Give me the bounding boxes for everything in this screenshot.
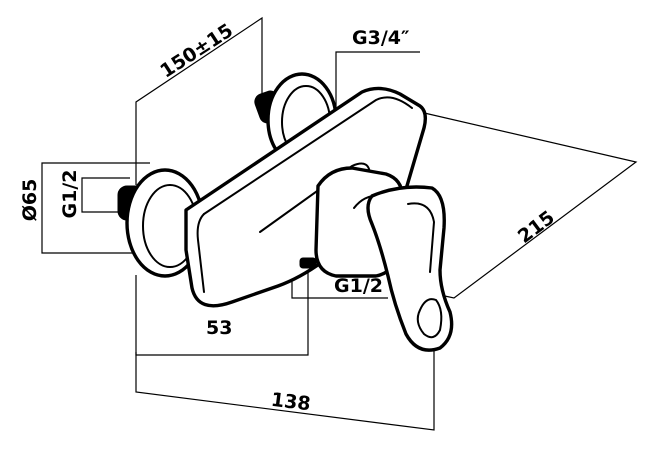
outlet-stub <box>299 257 317 269</box>
label-outlet-thread: G3/4″ <box>352 27 410 49</box>
mixer-body-edge <box>196 213 205 293</box>
label-outlet-thread-lower: G1/2 <box>334 275 383 297</box>
mixer-body-drawing <box>117 72 454 352</box>
dim-outlet-thread-line <box>335 51 420 122</box>
dim-body-offset-line <box>135 262 309 356</box>
mixer-body-top-edge <box>203 96 413 215</box>
label-total-width: 138 <box>270 389 312 416</box>
dim-inlet-thread-line <box>81 177 130 213</box>
dim-diameter-line <box>41 162 150 254</box>
lever-handle <box>366 185 454 352</box>
label-spacing: 150±15 <box>156 19 237 82</box>
lever-handle-edge <box>407 202 436 273</box>
label-inlet-thread: G1/2 <box>59 170 81 219</box>
lever-slot <box>416 298 443 339</box>
label-body-offset: 53 <box>206 317 232 339</box>
label-depth: 215 <box>514 206 559 247</box>
dim-depth-line <box>419 111 638 299</box>
dim-spacing-line <box>135 16 263 185</box>
label-diameter: Ø65 <box>19 179 41 222</box>
dim-total-width-line <box>135 350 435 431</box>
